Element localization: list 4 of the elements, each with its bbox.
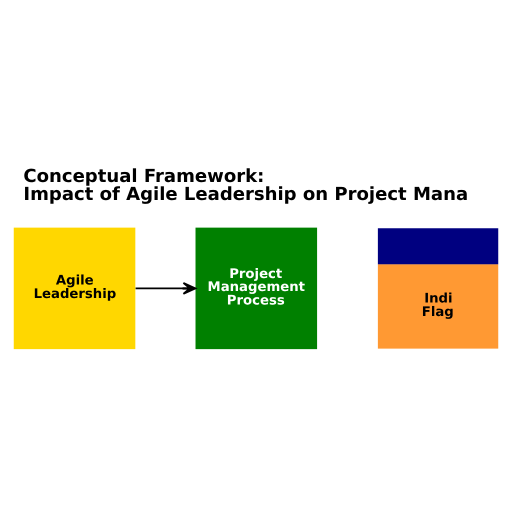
node-box: Agile Leadership (14, 227, 136, 349)
node-box: Project Management Process (196, 227, 318, 349)
diagram-title: Conceptual Framework: Impact of Agile Leadership on Project Mana (23, 165, 468, 204)
arrow (136, 282, 196, 294)
